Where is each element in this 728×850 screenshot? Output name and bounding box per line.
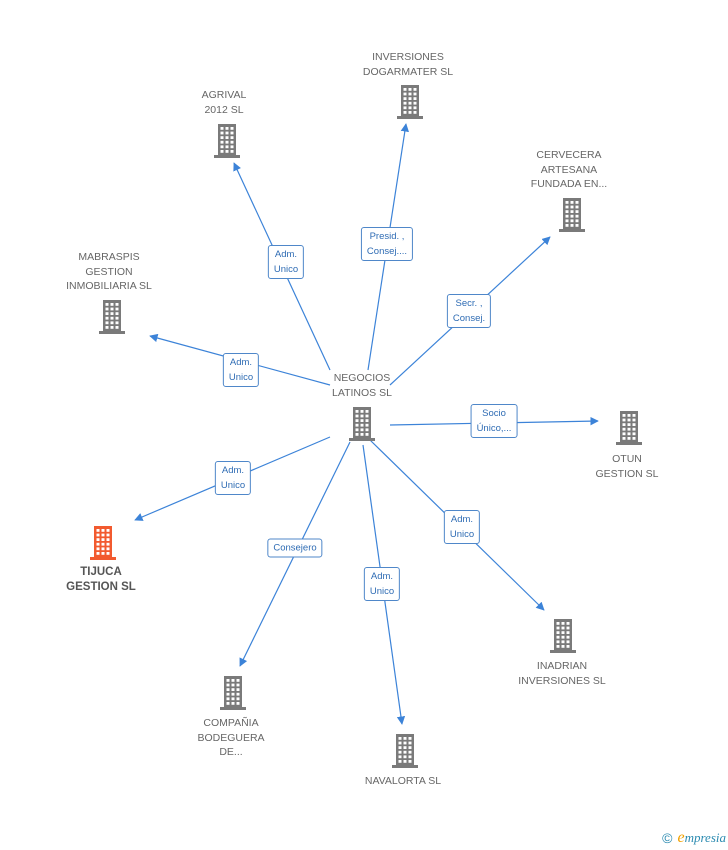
empresia-logo: empresia — [677, 829, 726, 846]
company-label-dogarmater[interactable]: INVERSIONES DOGARMATER SL — [362, 51, 454, 78]
relationship-label-navalorta[interactable]: Adm. Unico — [363, 567, 401, 601]
building-icon — [392, 734, 418, 768]
company-label-otun[interactable]: OTUN GESTION SL — [595, 453, 659, 480]
company-node-otun[interactable] — [614, 411, 644, 450]
relationship-label-inadrian[interactable]: Adm. Unico — [443, 510, 481, 544]
relationship-label-tijuca[interactable]: Adm. Unico — [214, 461, 252, 495]
copyright-icon: © — [662, 830, 673, 846]
building-icon — [616, 411, 642, 445]
company-label-tijuca[interactable]: TIJUCA GESTION SL — [66, 566, 136, 593]
relationship-label-cervecera[interactable]: Secr. , Consej. — [446, 294, 492, 328]
company-label-mabraspis[interactable]: MABRASPIS GESTION INMOBILIARIA SL — [66, 251, 152, 292]
relationship-label-otun[interactable]: Socio Único,... — [470, 404, 518, 438]
company-node-inadrian[interactable] — [548, 619, 578, 658]
empresia-watermark: © empresia — [662, 829, 726, 847]
company-node-navalorta[interactable] — [390, 734, 420, 773]
company-label-agrival[interactable]: AGRIVAL 2012 SL — [201, 89, 247, 116]
building-icon — [99, 300, 125, 334]
company-label-inadrian[interactable]: INADRIAN INVERSIONES SL — [518, 660, 606, 687]
company-node-cervecera[interactable] — [557, 198, 587, 237]
company-label-navalorta[interactable]: NAVALORTA SL — [364, 775, 442, 787]
relationship-label-mabraspis[interactable]: Adm. Unico — [222, 353, 260, 387]
building-icon — [220, 676, 246, 710]
company-node-bodeguera[interactable] — [218, 676, 248, 715]
company-label-negocios[interactable]: NEGOCIOS LATINOS SL — [332, 372, 392, 399]
relationship-label-bodeguera[interactable]: Consejero — [267, 538, 323, 558]
company-label-bodeguera[interactable]: COMPAÑIA BODEGUERA DE... — [197, 717, 265, 758]
company-label-cervecera[interactable]: CERVECERA ARTESANA FUNDADA EN... — [530, 149, 608, 190]
building-icon — [349, 407, 375, 441]
company-node-tijuca[interactable] — [88, 526, 118, 565]
building-icon — [550, 619, 576, 653]
company-node-mabraspis[interactable] — [97, 300, 127, 339]
company-node-negocios[interactable] — [347, 407, 377, 446]
building-icon — [90, 526, 116, 560]
relationship-label-agrival[interactable]: Adm. Unico — [267, 245, 305, 279]
building-icon — [559, 198, 585, 232]
relationship-label-dogarmater[interactable]: Presid. , Consej.... — [360, 227, 414, 261]
building-icon — [397, 85, 423, 119]
company-node-dogarmater[interactable] — [395, 85, 425, 124]
company-node-agrival[interactable] — [212, 124, 242, 163]
building-icon — [214, 124, 240, 158]
